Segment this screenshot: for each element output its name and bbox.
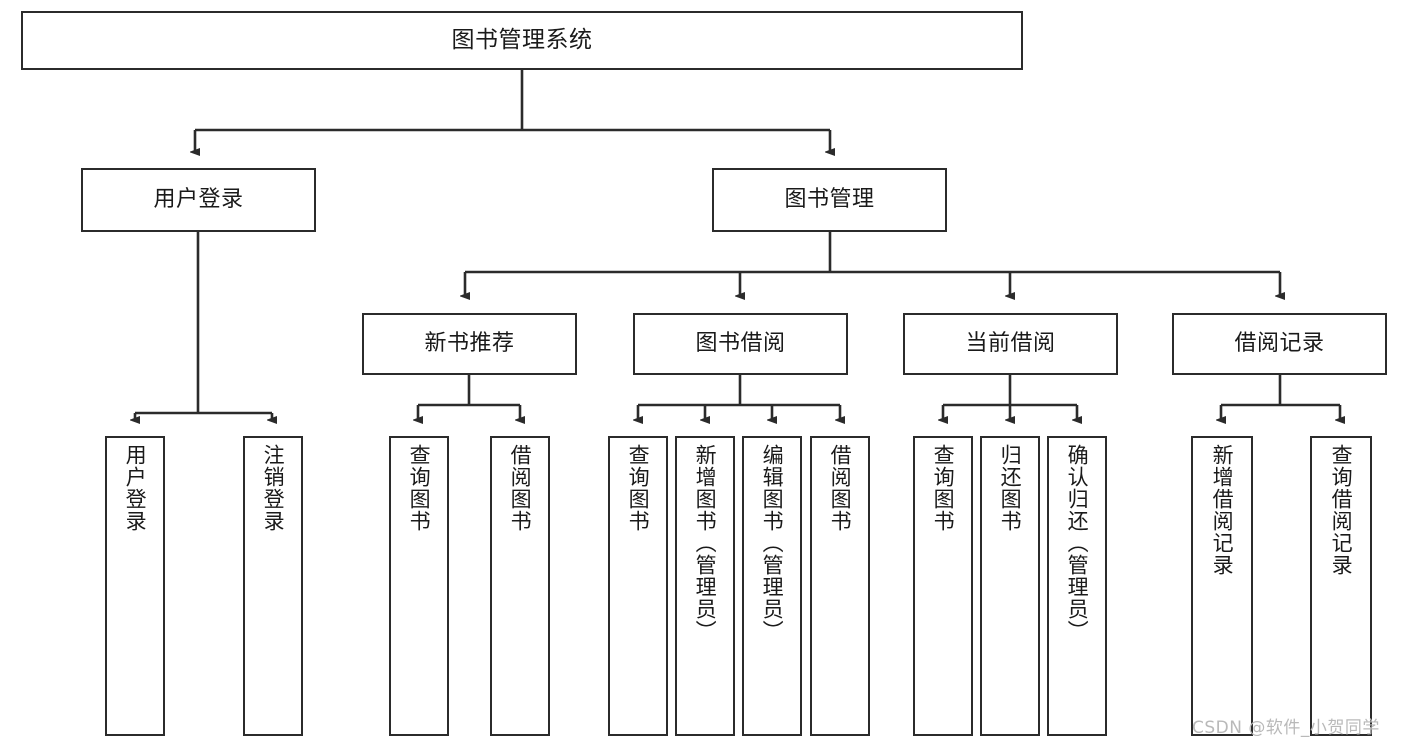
leaf-current-return-book[interactable]: 归还图书 <box>980 436 1040 736</box>
leaf-current-return-book-label: 归还图书 <box>998 444 1023 532</box>
node-user-login-label: 用户登录 <box>153 187 244 213</box>
leaf-borrow-query-book[interactable]: 查询图书 <box>608 436 668 736</box>
node-borrow-record-label: 借阅记录 <box>1234 331 1325 357</box>
leaf-recommend-query-book[interactable]: 查询图书 <box>389 436 449 736</box>
leaf-user-login-signout-label: 注销登录 <box>261 444 286 532</box>
leaf-current-query-book-label: 查询图书 <box>931 444 956 532</box>
leaf-borrow-borrow-book[interactable]: 借阅图书 <box>810 436 870 736</box>
leaf-record-query-record-label: 查询借阅记录 <box>1329 444 1354 576</box>
node-current-borrow-label: 当前借阅 <box>965 331 1056 357</box>
leaf-user-login-signout[interactable]: 注销登录 <box>243 436 303 736</box>
node-book-management[interactable]: 图书管理 <box>712 168 947 232</box>
leaf-user-login-signin[interactable]: 用户登录 <box>105 436 165 736</box>
leaf-user-login-signin-label: 用户登录 <box>123 444 148 532</box>
node-root-system-label: 图书管理系统 <box>451 26 593 53</box>
leaf-current-confirm-return-label: 确认归还（管理员） <box>1065 444 1090 642</box>
node-new-book-recommend-label: 新书推荐 <box>424 331 515 357</box>
leaf-borrow-edit-book[interactable]: 编辑图书（管理员） <box>742 436 802 736</box>
leaf-record-add-record-label: 新增借阅记录 <box>1210 444 1235 576</box>
leaf-borrow-add-book[interactable]: 新增图书（管理员） <box>675 436 735 736</box>
leaf-borrow-query-book-label: 查询图书 <box>626 444 651 532</box>
leaf-borrow-add-book-label: 新增图书（管理员） <box>693 444 718 642</box>
leaf-record-query-record[interactable]: 查询借阅记录 <box>1310 436 1372 736</box>
leaf-current-query-book[interactable]: 查询图书 <box>913 436 973 736</box>
leaf-record-add-record[interactable]: 新增借阅记录 <box>1191 436 1253 736</box>
node-borrow-record[interactable]: 借阅记录 <box>1172 313 1387 375</box>
leaf-borrow-edit-book-label: 编辑图书（管理员） <box>760 444 785 642</box>
node-new-book-recommend[interactable]: 新书推荐 <box>362 313 577 375</box>
node-current-borrow[interactable]: 当前借阅 <box>903 313 1118 375</box>
node-root-system[interactable]: 图书管理系统 <box>21 11 1023 70</box>
watermark: CSDN @软件_小贺同学 <box>1192 718 1380 738</box>
leaf-borrow-borrow-book-label: 借阅图书 <box>828 444 853 532</box>
node-book-borrow[interactable]: 图书借阅 <box>633 313 848 375</box>
leaf-recommend-borrow-book[interactable]: 借阅图书 <box>490 436 550 736</box>
leaf-recommend-query-book-label: 查询图书 <box>407 444 432 532</box>
leaf-current-confirm-return[interactable]: 确认归还（管理员） <box>1047 436 1107 736</box>
node-book-borrow-label: 图书借阅 <box>695 331 786 357</box>
leaf-recommend-borrow-book-label: 借阅图书 <box>508 444 533 532</box>
node-book-management-label: 图书管理 <box>784 187 875 213</box>
node-user-login[interactable]: 用户登录 <box>81 168 316 232</box>
